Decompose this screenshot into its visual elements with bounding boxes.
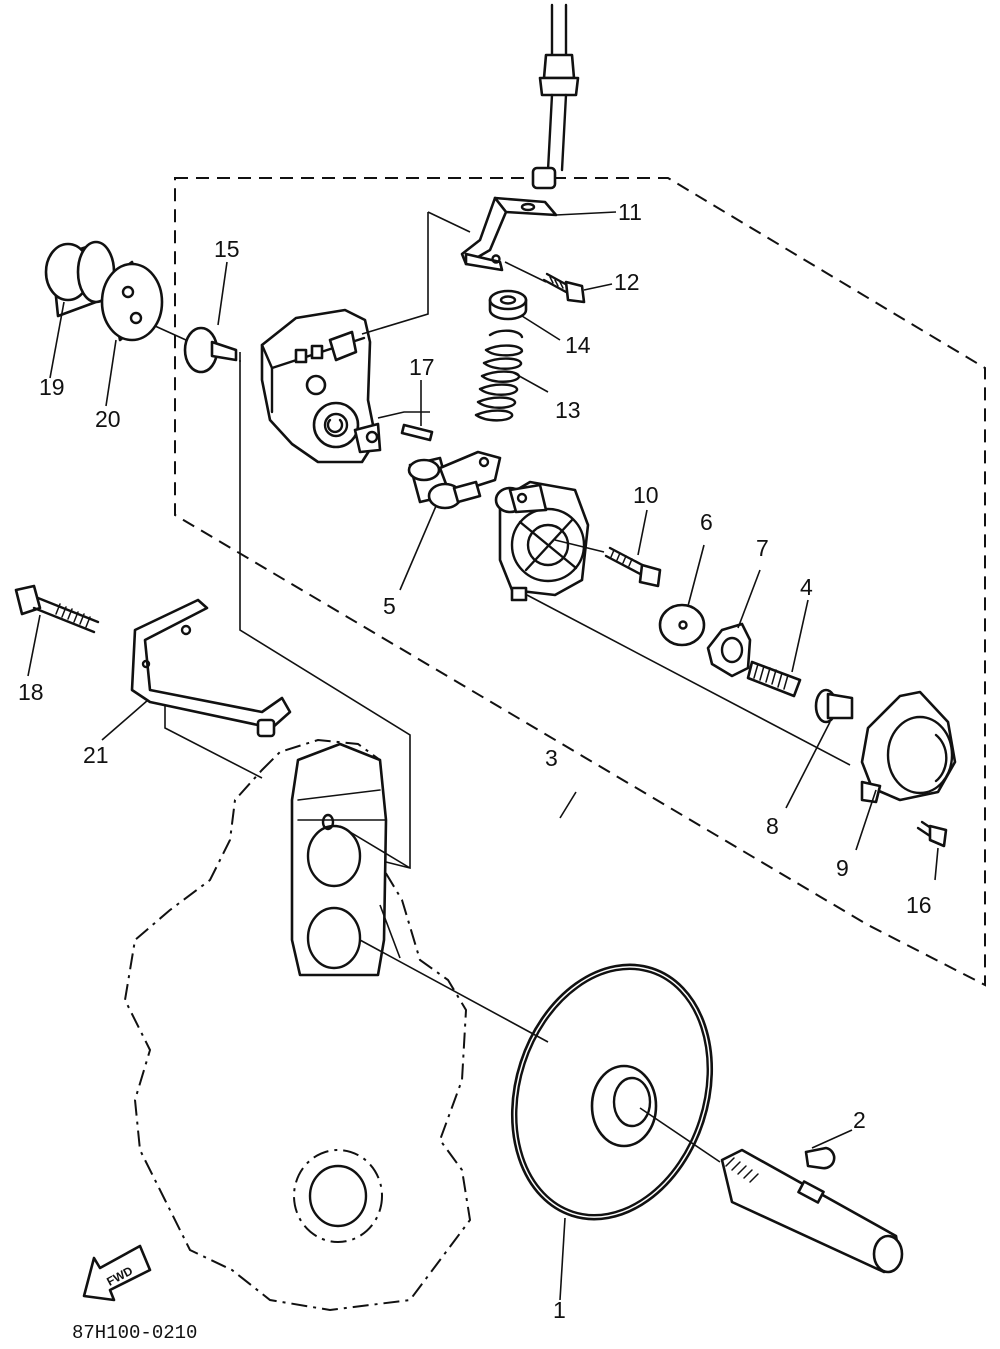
engine-case [123,738,472,1312]
callout-labels: 1 2 3 4 5 6 7 8 9 10 11 12 13 14 15 16 1… [18,199,932,1323]
sensor-base [494,480,590,602]
callout-5: 5 [383,593,396,619]
part-1-pulley [510,963,714,1221]
part-5-lever [407,450,502,510]
part-2-key [804,1146,836,1170]
fwd-arrow-icon: FWD [82,1244,152,1302]
drawing-code: 87H100-0210 [72,1322,197,1344]
callout-10: 10 [633,482,659,508]
housing [260,308,382,464]
callout-11: 11 [618,199,642,225]
callout-7: 7 [756,535,769,561]
spline-shaft [720,1148,904,1274]
part-9-cover [860,690,957,804]
part-21-bracket [130,598,292,738]
callout-19: 19 [39,374,65,400]
part-12-screw [542,272,586,304]
part-6-washer [658,603,706,647]
callout-1: 1 [553,1297,566,1323]
callout-16: 16 [906,892,932,918]
callout-20: 20 [95,406,121,432]
callout-13: 13 [555,397,581,423]
part-18-bolt [14,584,100,634]
callout-8: 8 [766,813,779,839]
part-10-screw [604,546,662,588]
callout-2: 2 [853,1107,866,1133]
callout-9: 9 [836,855,849,881]
part-15-plunger [183,326,238,374]
part-20-cover [100,260,164,342]
assembly-lines [154,211,851,1163]
callout-18: 18 [18,679,44,705]
part-13-spring [474,329,524,422]
cable [531,3,580,190]
callout-17: 17 [409,354,435,380]
part-14-collar [488,289,528,321]
callout-leaders [27,211,939,1301]
assembly-3-boundary [174,177,986,987]
part-11-bracket [460,196,558,272]
part-8-shaft [814,688,854,724]
part-7-cam [706,622,752,678]
callout-14: 14 [565,332,591,358]
callout-3: 3 [545,745,558,771]
callout-4: 4 [800,574,813,600]
callout-12: 12 [614,269,640,295]
part-16-screw [916,820,948,848]
callout-6: 6 [700,509,713,535]
callout-15: 15 [214,236,240,262]
part-4-spring [746,660,802,698]
callout-21: 21 [83,742,109,768]
part-17-pin [400,423,434,442]
